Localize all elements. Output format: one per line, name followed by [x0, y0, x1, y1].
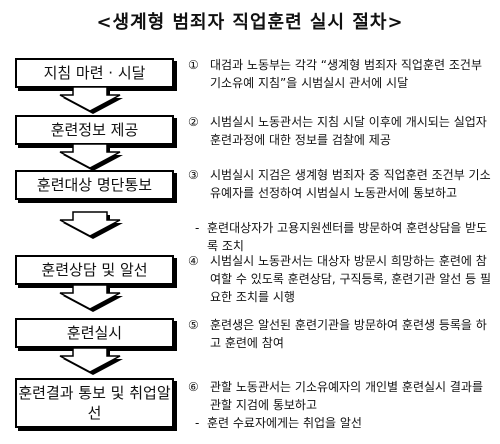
step-description-text: 훈련생은 알선된 훈련기관을 방문하여 훈련생 등록을 하고 훈련에 참여: [210, 318, 487, 350]
step-label: 훈련실시: [66, 324, 123, 342]
step-description-text: 시범실시 노동관서는 지침 시달 이후에 개시되는 실업자 훈련과정에 대한 정…: [210, 115, 487, 147]
step-description-text: 시범실시 노동관서는 대상자 방문시 희망하는 훈련에 참여할 수 있도록 훈련…: [210, 254, 492, 304]
down-arrow-icon: [59, 211, 123, 239]
step-label: 훈련결과 통보 및 취업알선: [18, 384, 171, 422]
step-description-1: ① 대검과 노동부는 각각 “생계형 범죄자 직업훈련 조건부 기소유예 지침”…: [188, 56, 493, 92]
down-arrow-icon: [59, 86, 123, 114]
down-arrow-icon: [59, 284, 123, 312]
step-box-2: 훈련정보 제공: [15, 115, 174, 145]
step-number: ⑤: [188, 318, 199, 332]
step-note-3: - 훈련대상자가 고용지원센터를 방문하여 훈련상담을 받도록 조치: [195, 219, 490, 255]
step-description-2: ② 시범실시 노동관서는 지침 시달 이후에 개시되는 실업자 훈련과정에 대한…: [188, 113, 493, 149]
step-label: 훈련정보 제공: [50, 121, 139, 139]
note-bullet: -: [195, 221, 200, 235]
step-number: ④: [188, 254, 199, 268]
step-box-3: 훈련대상 명단통보: [15, 170, 174, 200]
page-title: <생계형 범죄자 직업훈련 실시 절차>: [96, 12, 404, 33]
down-arrow-icon: [59, 347, 123, 375]
note-bullet: -: [195, 416, 200, 430]
step-description-text: 관할 노동관서는 기소유예자의 개인별 훈련실시 결과를 관할 지검에 통보하고: [210, 380, 483, 412]
step-box-6: 훈련결과 통보 및 취업알선: [15, 378, 174, 428]
step-label: 지침 마련 · 시달: [43, 64, 146, 82]
step-number: ①: [188, 58, 199, 72]
step-description-3: ③ 시범실시 지검은 생계형 범죄자 중 직업훈련 조건부 기소유예자를 선정하…: [188, 166, 493, 202]
step-label: 훈련상담 및 알선: [41, 261, 148, 279]
step-description-6: ⑥ 관할 노동관서는 기소유예자의 개인별 훈련실시 결과를 관할 지검에 통보…: [188, 378, 493, 414]
step-note-6: - 훈련 수료자에게는 취업을 알선: [195, 414, 490, 432]
down-arrow-icon: [59, 143, 123, 171]
step-box-5: 훈련실시: [15, 318, 174, 348]
step-box-1: 지침 마련 · 시달: [15, 58, 174, 88]
step-note-text: 훈련대상자가 고용지원센터를 방문하여 훈련상담을 받도록 조치: [207, 221, 488, 253]
step-note-text: 훈련 수료자에게는 취업을 알선: [207, 416, 362, 430]
step-description-text: 시범실시 지검은 생계형 범죄자 중 직업훈련 조건부 기소유예자를 선정하여 …: [210, 168, 491, 200]
step-description-4: ④ 시범실시 노동관서는 대상자 방문시 희망하는 훈련에 참여할 수 있도록 …: [188, 252, 493, 306]
step-description-5: ⑤ 훈련생은 알선된 훈련기관을 방문하여 훈련생 등록을 하고 훈련에 참여: [188, 316, 493, 352]
step-label: 훈련대상 명단통보: [36, 176, 153, 194]
step-number: ②: [188, 115, 199, 129]
step-number: ③: [188, 168, 199, 182]
step-box-4: 훈련상담 및 알선: [15, 255, 174, 285]
step-description-text: 대검과 노동부는 각각 “생계형 범죄자 직업훈련 조건부 기소유예 지침”을 …: [210, 58, 482, 90]
step-number: ⑥: [188, 380, 199, 394]
